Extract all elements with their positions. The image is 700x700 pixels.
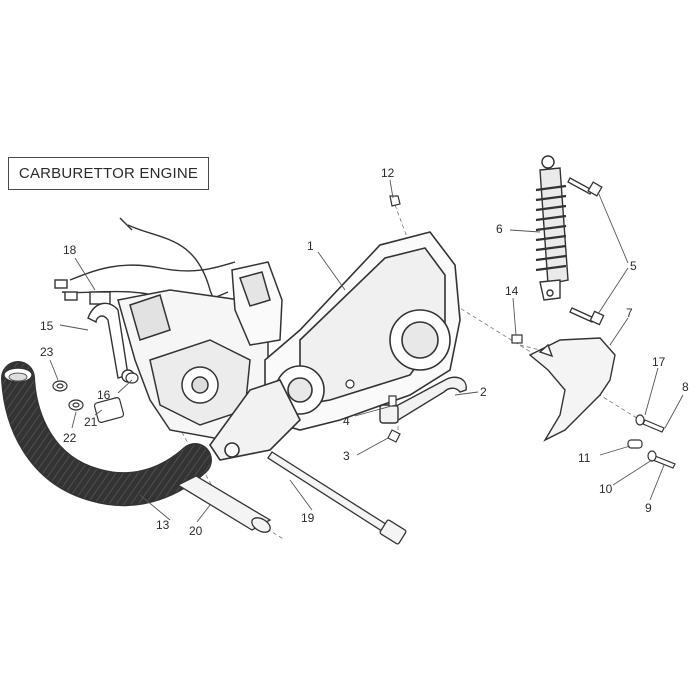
diagram-title: CARBURETTOR ENGINE: [18, 165, 199, 182]
small-fasteners: [345, 195, 523, 443]
callout-12: 12: [381, 166, 395, 180]
callout-labels: 1 2 3 4 5 6 7 8 9 10 11 12 13 14 15 16 1…: [40, 166, 689, 538]
callout-21: 21: [84, 415, 98, 429]
wiring-harness: [54, 217, 251, 306]
callout-10: 10: [599, 482, 613, 496]
callout-7: 7: [626, 306, 633, 320]
mounting-hardware: [627, 414, 676, 469]
shock-bolts: [567, 177, 605, 326]
callout-11: 11: [578, 451, 591, 465]
callout-23: 23: [40, 345, 54, 359]
engine-block: [117, 261, 283, 441]
callout-19: 19: [301, 511, 315, 525]
sleeve-tube: [176, 475, 272, 533]
callout-2: 2: [480, 385, 487, 399]
callout-17: 17: [652, 355, 666, 369]
callout-20: 20: [189, 524, 203, 538]
callout-6: 6: [496, 222, 503, 236]
callout-4: 4: [343, 414, 350, 428]
transmission-housing: [209, 231, 461, 461]
callout-22: 22: [63, 431, 77, 445]
callout-14: 14: [505, 284, 519, 298]
callout-1: 1: [307, 239, 314, 253]
callout-15: 15: [40, 319, 54, 333]
callout-5: 5: [630, 259, 637, 273]
shock-absorber: [535, 155, 569, 301]
callout-3: 3: [343, 449, 350, 463]
small-parts-left: [52, 372, 139, 423]
callout-16: 16: [97, 388, 111, 402]
callout-13: 13: [156, 518, 170, 532]
flexible-hose: [1, 361, 212, 507]
callout-18: 18: [63, 243, 77, 257]
kickstart-lever: [379, 376, 467, 424]
belt-cover: [528, 337, 616, 442]
callout-9: 9: [645, 501, 652, 515]
leader-lines: [49, 179, 684, 523]
diagram-title-box: CARBURETTOR ENGINE: [8, 157, 209, 190]
callout-8: 8: [682, 380, 689, 394]
axle-bolt: [267, 451, 407, 545]
